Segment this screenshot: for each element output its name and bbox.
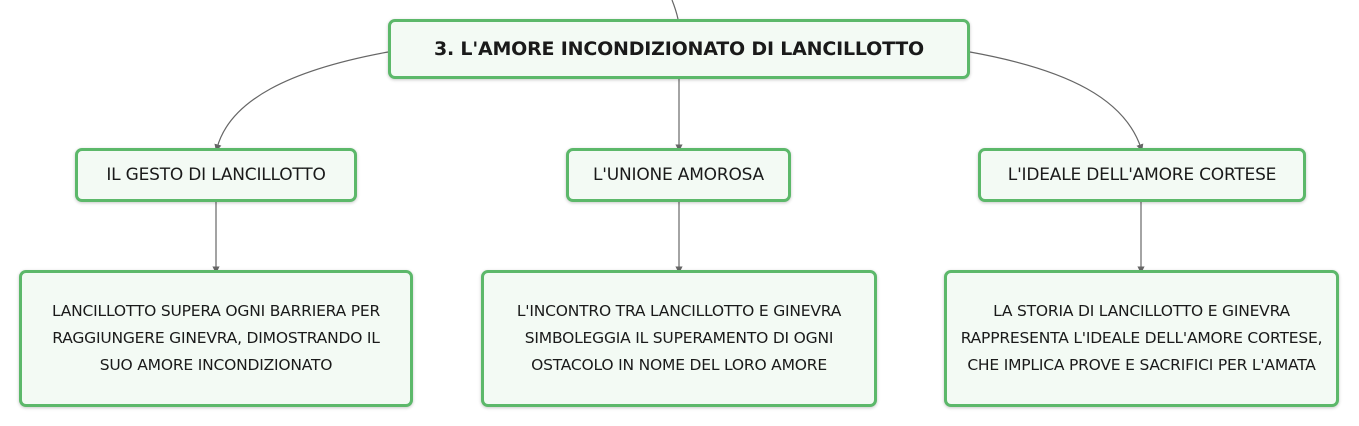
detail-node-unione[interactable]: L'INCONTRO TRA LANCILLOTTO E GINEVRA SIM… [481,270,877,407]
root-topic-label: 3. L'AMORE INCONDIZIONATO DI LANCILLOTTO [433,38,924,60]
branch-label: L'UNIONE AMOROSA [593,165,764,185]
detail-text: LANCILLOTTO SUPERA OGNI BARRIERA PER RAG… [51,302,381,374]
detail-node-ideale[interactable]: LA STORIA DI LANCILLOTTO E GINEVRA RAPPR… [944,270,1339,407]
detail-text: L'INCONTRO TRA LANCILLOTTO E GINEVRA SIM… [516,302,842,374]
branch-node-gesto[interactable]: IL GESTO DI LANCILLOTTO [75,148,357,202]
detail-text: LA STORIA DI LANCILLOTTO E GINEVRA RAPPR… [960,302,1323,374]
branch-label: IL GESTO DI LANCILLOTTO [106,165,326,185]
branch-label: L'IDEALE DELL'AMORE CORTESE [1007,165,1277,185]
branch-node-unione[interactable]: L'UNIONE AMOROSA [566,148,791,202]
connector-root-to-branch-3 [969,51,1144,152]
branch-node-ideale[interactable]: L'IDEALE DELL'AMORE CORTESE [978,148,1306,202]
connector-parent-to-root [671,0,679,20]
root-topic-node[interactable]: 3. L'AMORE INCONDIZIONATO DI LANCILLOTTO [388,19,970,79]
detail-node-gesto[interactable]: LANCILLOTTO SUPERA OGNI BARRIERA PER RAG… [19,270,413,407]
connector-root-to-branch-1 [214,51,389,152]
